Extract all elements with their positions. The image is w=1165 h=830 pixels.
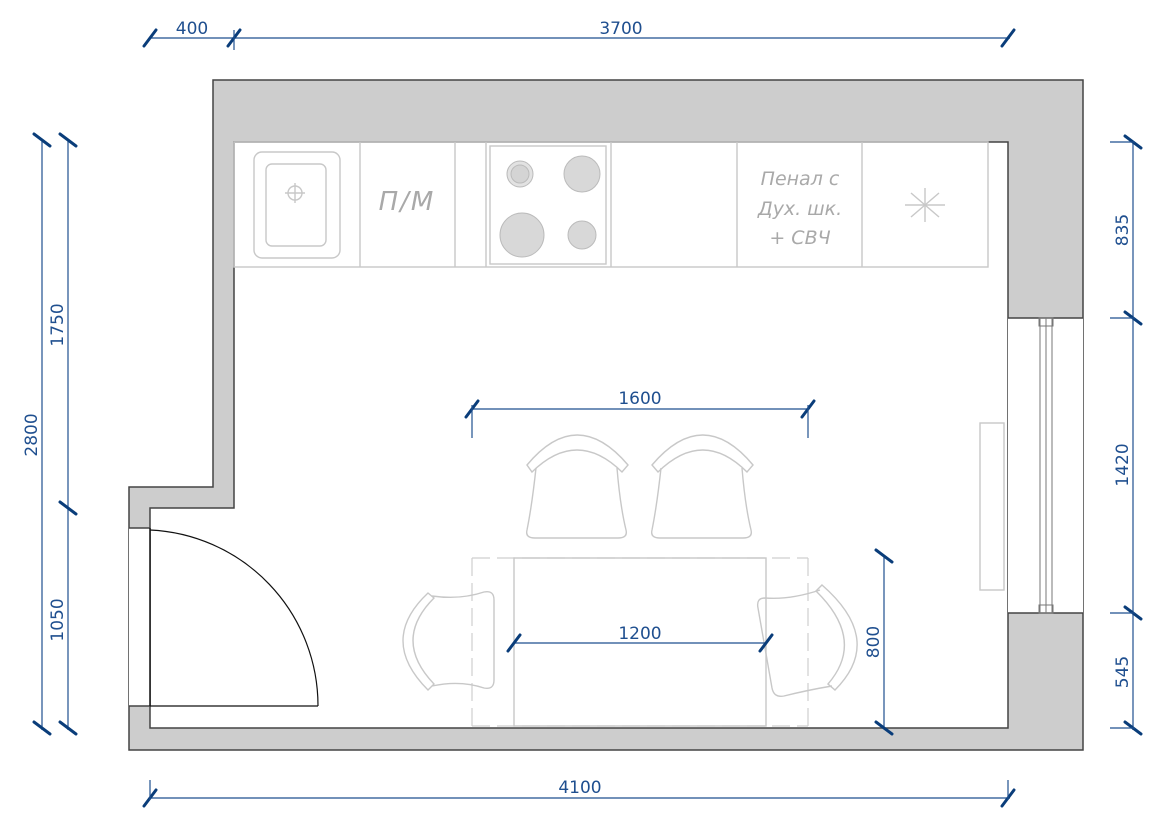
dim-top-left: 400 [176,19,208,39]
tall-unit-label: Пенал с Дух. шк. + СВЧ [757,168,842,249]
dim-top-main: 3700 [599,19,642,39]
chair [756,584,858,698]
dim-chairs-span: 1600 [618,389,661,409]
dim-left-lower: 1050 [48,598,68,641]
dim-table-depth: 800 [864,626,884,658]
burner-icon [563,155,601,193]
kitchen-counter: П/М Пенал с Дух. шк. + СВЧ [233,141,989,268]
dim-right-window: 1420 [1113,443,1133,486]
dining-set [402,434,858,727]
vent-icon [905,188,945,222]
dim-left-upper: 1750 [48,303,68,346]
burner-icon [567,220,597,250]
dishwasher-label: П/М [379,187,436,217]
window [1008,317,1083,614]
chair [402,590,495,691]
dim-table-width: 1200 [618,624,661,644]
walls [128,79,1084,751]
burner-icon [499,212,545,258]
dim-right-bottom: 545 [1113,656,1133,688]
cooktop [489,145,607,265]
dim-right-top: 835 [1113,214,1133,246]
door [129,527,319,707]
dim-left-total: 2800 [22,413,42,456]
radiator [979,422,1005,591]
sink [253,151,341,259]
chair [650,434,754,539]
svg-text:Пенал с: Пенал с [761,168,840,190]
dim-bottom: 4100 [558,778,601,798]
exterior-wall [128,79,1084,751]
dimensions: 400 3700 4100 2800 1750 1050 835 1420 5 [22,19,1143,808]
chair [525,434,629,539]
svg-text:+ СВЧ: + СВЧ [769,227,830,249]
svg-text:Дух. шк.: Дух. шк. [757,198,842,220]
burner-icon [506,160,534,188]
